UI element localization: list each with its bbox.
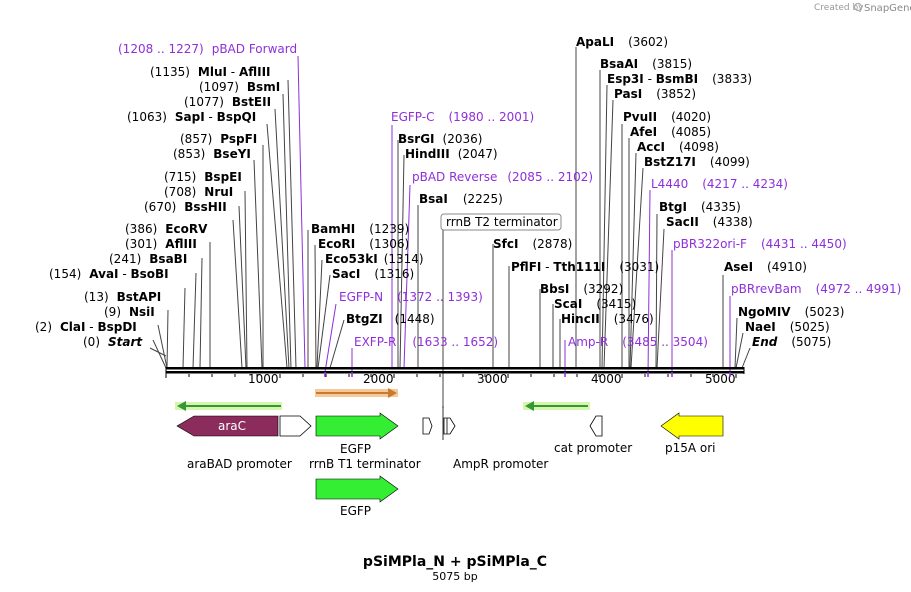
scale-tick-4000: 4000 — [591, 372, 622, 386]
plasmid-title: pSiMPla_N + pSiMPla_C — [363, 554, 547, 570]
site-label[interactable]: BamHI(1239) — [311, 222, 409, 236]
site-label[interactable]: EcoRI(1306) — [318, 237, 409, 251]
site-label[interactable]: ApaLI(3602) — [576, 35, 668, 49]
site-label[interactable]: Eco53kI(1314) — [325, 252, 424, 266]
site-label[interactable]: SacI(1316) — [332, 267, 414, 281]
orf-arrow-right-icon — [388, 388, 397, 398]
ampr-promoter-label: AmpR promoter — [453, 457, 548, 471]
orf-arrows — [175, 388, 590, 411]
site-label[interactable]: (857)PspFI — [180, 132, 257, 146]
site-label[interactable]: (9)NsiI — [104, 305, 155, 319]
scale-ticks: 1000 2000 3000 4000 5000 — [165, 372, 737, 386]
primer-label[interactable]: pBAD Reverse(2085 .. 2102) — [412, 170, 593, 184]
site-label[interactable]: (1077)BstEII — [184, 95, 271, 109]
site-label[interactable]: HincII(3476) — [561, 312, 654, 326]
site-label[interactable]: (13)BstAPI — [84, 290, 161, 304]
p15a-ori-label: p15A ori — [665, 441, 716, 455]
primer-label[interactable]: pBR322ori-F(4431 .. 4450) — [673, 237, 847, 251]
site-label-end[interactable]: End(5075) — [752, 335, 831, 349]
site-label[interactable]: (386)EcoRV — [125, 222, 208, 236]
scale-tick-1000: 1000 — [248, 372, 279, 386]
scale-tick-3000: 3000 — [477, 372, 508, 386]
leader-lines — [149, 47, 751, 408]
primer-label[interactable]: Amp-R(3485 .. 3504) — [568, 335, 708, 349]
site-labels-left: (1208 .. 1227)pBAD Forward (1135)MluI - … — [35, 42, 297, 349]
plasmid-length: 5075 bp — [432, 570, 477, 583]
site-label[interactable]: BtgZI(1448) — [346, 312, 435, 326]
site-label[interactable]: (154)AvaI - BsoBI — [49, 267, 169, 281]
features: araC araBAD promoter EGFP rrnB T1 termin… — [176, 406, 724, 518]
snapgene-logo-icon — [853, 2, 863, 12]
snapgene-watermark: Created by SnapGene — [814, 2, 911, 14]
site-label[interactable]: BstZ17I(4099) — [644, 155, 750, 169]
orf-arrow-left-icon — [525, 401, 534, 411]
feature-egfp-1[interactable] — [315, 412, 399, 440]
feature-egfp-2[interactable] — [315, 475, 399, 503]
primer-label[interactable]: EGFP-C(1980 .. 2001) — [391, 110, 534, 124]
site-label[interactable]: PvuII(4020) — [623, 110, 711, 124]
feature-p15a-ori[interactable] — [660, 412, 724, 440]
dna-backbone — [165, 367, 745, 374]
feature-ampr-promoter[interactable] — [443, 417, 456, 435]
feature-terminator-small[interactable] — [422, 417, 433, 435]
site-labels-middle: EGFP-C(1980 .. 2001) BsrGI(2036) HindIII… — [311, 110, 708, 349]
site-label[interactable]: (241)BsaBI — [109, 252, 187, 266]
site-label[interactable]: HindIII(2047) — [405, 147, 498, 161]
feature-cat-promoter[interactable] — [589, 415, 603, 437]
site-label[interactable]: ScaI(3415) — [554, 297, 636, 311]
site-label[interactable]: BsaAI(3815) — [600, 57, 692, 71]
site-label[interactable]: SfcI(2878) — [493, 237, 572, 251]
site-label[interactable]: AseI(4910) — [724, 260, 807, 274]
primer-label[interactable]: EGFP-N(1372 .. 1393) — [339, 290, 483, 304]
snapgene-brand: SnapGene — [864, 3, 911, 14]
site-label[interactable]: BsrGI(2036) — [398, 132, 482, 146]
site-label[interactable]: PasI(3852) — [614, 87, 696, 101]
egfp-label-2: EGFP — [340, 504, 371, 518]
site-label[interactable]: (670)BssHII — [144, 200, 227, 214]
svg-text:araC: araC — [218, 419, 246, 433]
site-label[interactable]: NgoMIV(5023) — [738, 305, 844, 319]
primer-label[interactable]: EXFP-R(1633 .. 1652) — [354, 335, 498, 349]
site-label[interactable]: Esp3I - BsmBI(3833) — [607, 72, 752, 86]
site-label[interactable]: (853)BseYI — [173, 147, 251, 161]
site-label[interactable]: (2)ClaI - BspDI — [35, 320, 137, 334]
site-label[interactable]: (1063)SapI - BspQI — [127, 110, 256, 124]
site-label[interactable]: (715)BspEI — [164, 170, 242, 184]
site-label[interactable]: AccI(4098) — [637, 140, 719, 154]
site-label[interactable]: (1097)BsmI — [199, 80, 280, 94]
site-label[interactable]: (1135)MluI - AflIII — [150, 65, 271, 79]
site-label[interactable]: (1208 .. 1227)pBAD Forward — [118, 42, 297, 56]
site-label[interactable]: NaeI(5025) — [745, 320, 830, 334]
arabad-promoter-label: araBAD promoter — [187, 457, 292, 471]
site-label[interactable]: AfeI(4085) — [630, 125, 711, 139]
site-label[interactable]: PflFI - Tth111I(3031) — [511, 260, 659, 274]
primer-markers — [324, 372, 731, 377]
scale-tick-5000: 5000 — [705, 372, 736, 386]
cat-promoter-label: cat promoter — [554, 441, 632, 455]
svg-text:rrnB T2 terminator: rrnB T2 terminator — [446, 215, 558, 229]
feature-arabad-promoter[interactable] — [279, 415, 312, 437]
created-by-text: Created by — [814, 3, 864, 13]
site-label[interactable]: SacII(4338) — [666, 215, 753, 229]
rrnb-t1-terminator-label: rrnB T1 terminator — [309, 457, 421, 471]
site-label[interactable]: (301)AflIII — [125, 237, 197, 251]
rrnb-t2-terminator-label[interactable]: rrnB T2 terminator — [440, 213, 562, 231]
egfp-label-1: EGFP — [340, 442, 371, 456]
site-label[interactable]: BsaI(2225) — [419, 192, 503, 206]
site-label-start[interactable]: (0)Start — [83, 335, 143, 349]
orf-arrow-left-icon — [177, 401, 186, 411]
primer-label[interactable]: L4440(4217 .. 4234) — [651, 177, 788, 191]
site-label[interactable]: BtgI(4335) — [659, 200, 741, 214]
primer-label[interactable]: pBRrevBam(4972 .. 4991) — [731, 282, 901, 296]
scale-tick-2000: 2000 — [363, 372, 394, 386]
site-label[interactable]: (708)NruI — [164, 185, 233, 199]
site-label[interactable]: BbsI(3292) — [540, 282, 623, 296]
feature-arac[interactable]: araC — [176, 415, 279, 437]
site-labels-right: ApaLI(3602) BsaAI(3815) Esp3I - BsmBI(38… — [576, 35, 901, 349]
